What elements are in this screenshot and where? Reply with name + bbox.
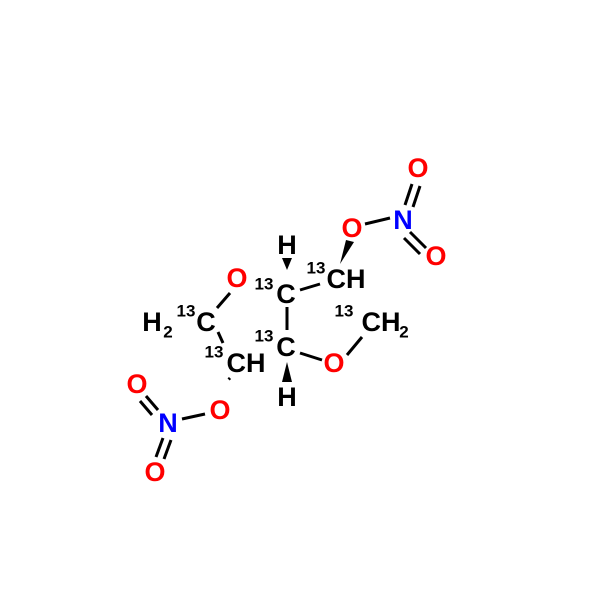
- isotope-label: 13: [255, 327, 274, 346]
- oxygen-atom: O: [341, 213, 362, 243]
- hydrogen-atom: H: [277, 382, 297, 412]
- oxygen-atom: O: [407, 153, 428, 183]
- carbon-atom: CH: [362, 307, 401, 337]
- wedge-bond: [340, 240, 354, 264]
- isotope-label: 13: [177, 302, 196, 321]
- wedge-bond: [282, 362, 292, 382]
- isotope-label: 13: [205, 343, 224, 362]
- oxygen-atom: O: [144, 457, 165, 487]
- hydrogen-atom: H: [142, 307, 162, 337]
- subscript: 2: [163, 323, 172, 342]
- oxygen-atom: O: [323, 348, 344, 378]
- carbon-atom: C: [276, 332, 296, 362]
- bonds: [138, 183, 428, 460]
- wedge-bond: [282, 258, 292, 270]
- oxygen-atom: O: [209, 395, 230, 425]
- isotope-label: 13: [335, 302, 354, 321]
- oxygen-atom: O: [126, 369, 147, 399]
- oxygen-atom: O: [226, 263, 247, 293]
- isotope-label: 13: [307, 259, 326, 278]
- oxygen-atom: O: [425, 241, 446, 271]
- nitrogen-atom: N: [393, 205, 413, 235]
- nitrogen-atom: N: [158, 408, 178, 438]
- carbon-atom: CH: [227, 348, 266, 378]
- carbon-atom: C: [276, 279, 296, 309]
- subscript: 2: [399, 323, 408, 342]
- carbon-atom: CH: [327, 264, 366, 294]
- hydrogen-atom: H: [277, 230, 297, 260]
- carbon-atom: C: [196, 307, 216, 337]
- isotope-label: 13: [255, 275, 274, 294]
